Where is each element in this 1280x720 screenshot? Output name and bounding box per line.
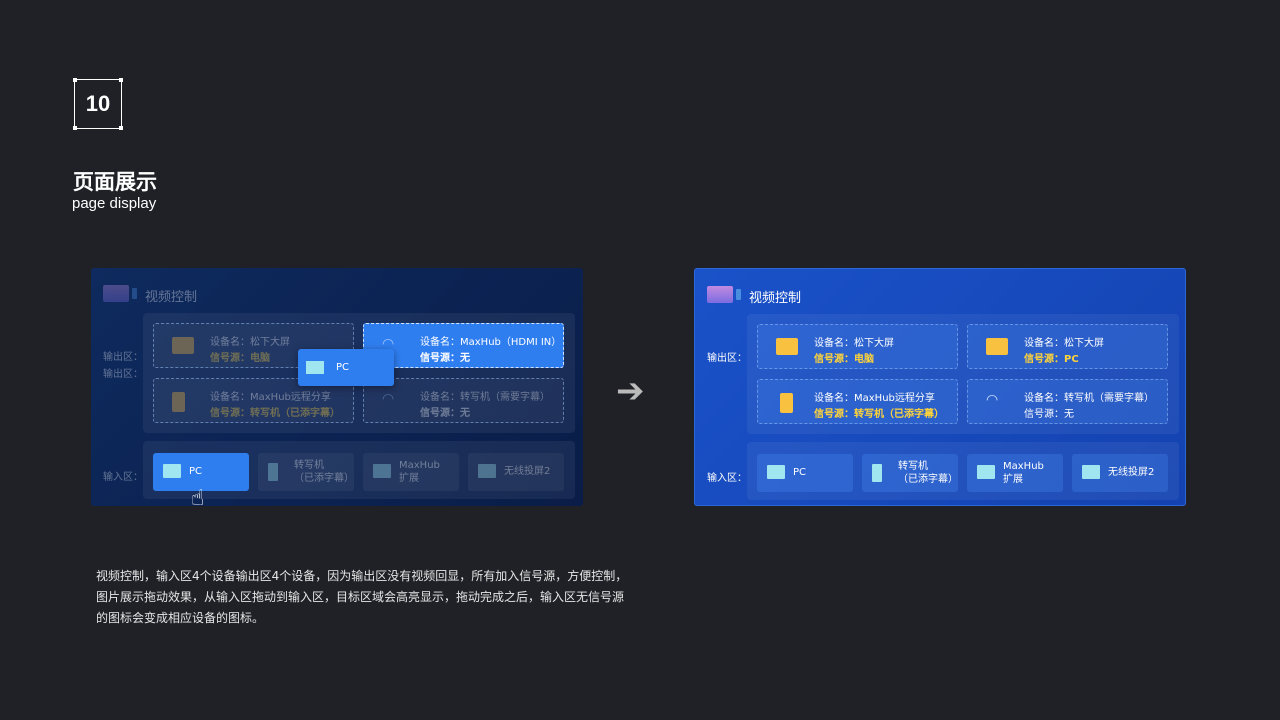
wireless-cast-icon: [1082, 465, 1100, 479]
monitor-icon: [986, 338, 1008, 355]
panel-title: 视频控制: [145, 290, 198, 305]
input-item-transcriber[interactable]: 转写机（已添字幕）: [862, 454, 958, 492]
input-item-pc[interactable]: PC: [757, 454, 853, 492]
device-name: 设备名：松下大屏: [210, 337, 290, 348]
description-line: 视频控制，输入区4个设备输出区4个设备，因为输出区没有视频回显，所有加入信号源，…: [96, 569, 628, 583]
input-item-wireless[interactable]: 无线投屏2: [1072, 454, 1168, 492]
output-zone: [747, 314, 1179, 434]
monitor-icon: [767, 465, 785, 479]
signal-source: 信号源：转写机（已添字幕）: [210, 408, 340, 419]
signal-source: 信号源：无: [420, 408, 470, 419]
page-number: 10: [85, 91, 111, 116]
pc-tower-icon: [872, 464, 882, 482]
device-name: 设备名：转写机（需要字幕）: [420, 392, 550, 403]
monitor-icon: [172, 337, 194, 354]
signal-source: 信号源：PC: [1024, 354, 1079, 365]
device-name: 设备名：松下大屏: [1024, 338, 1104, 349]
page-number-badge: 10: [73, 78, 123, 130]
arrow-right-icon: ➔: [616, 371, 645, 411]
output-card[interactable]: 设备名：松下大屏信号源：电脑: [153, 323, 354, 368]
dragged-item[interactable]: PC: [298, 349, 394, 386]
signal-source: 信号源：电脑: [210, 353, 270, 364]
page-subtitle: page display: [72, 195, 157, 212]
wifi-alert-icon: ◠: [382, 391, 395, 407]
input-label: PC: [793, 467, 807, 478]
device-name: 设备名：MaxHub远程分享: [814, 393, 935, 404]
dragged-label: PC: [336, 362, 350, 373]
input-label: 无线投屏2: [1108, 467, 1155, 478]
device-name: 设备名：松下大屏: [814, 338, 894, 349]
output-card[interactable]: 设备名：MaxHub远程分享信号源：转写机（已添字幕）: [757, 379, 958, 424]
input-label: 输入区：: [707, 473, 747, 484]
monitor-icon: [373, 464, 391, 478]
device-name: 设备名：MaxHub远程分享: [210, 392, 331, 403]
input-item-wireless[interactable]: 无线投屏2: [468, 453, 564, 491]
pc-tower-icon: [172, 392, 185, 412]
output-card[interactable]: ◠ 设备名：转写机（需要字幕） 信号源：无: [363, 378, 564, 423]
output-card-highlighted[interactable]: ◠ 设备名：MaxHub（HDMI IN） 信号源：无: [363, 323, 564, 368]
signal-source: 信号源：转写机（已添字幕）: [814, 409, 944, 420]
output-card[interactable]: 设备名：松下大屏信号源：PC: [967, 324, 1168, 369]
video-control-icon: [103, 285, 137, 302]
output-card[interactable]: 设备名：松下大屏信号源：电脑: [757, 324, 958, 369]
wifi-alert-icon: ◠: [382, 336, 395, 352]
monitor-icon: [977, 465, 995, 479]
description-line: 的图标会变成相应设备的图标。: [96, 611, 265, 625]
input-label: 输入区：: [103, 472, 143, 483]
pc-tower-icon: [268, 463, 278, 481]
input-label: 转写机（已添字幕）: [294, 460, 354, 484]
device-name: 设备名：MaxHub（HDMI IN）: [420, 337, 562, 348]
signal-source: 信号源：无: [420, 353, 470, 364]
output-card[interactable]: ◠ 设备名：转写机（需要字幕） 信号源：无: [967, 379, 1168, 424]
output-card[interactable]: 设备名：MaxHub远程分享信号源：转写机（已添字幕）: [153, 378, 354, 423]
input-item-transcriber[interactable]: 转写机（已添字幕）: [258, 453, 354, 491]
video-control-icon: [707, 286, 741, 303]
input-label: 无线投屏2: [504, 466, 551, 477]
monitor-icon: [163, 464, 181, 478]
input-label: 转写机（已添字幕）: [898, 461, 958, 485]
wireless-cast-icon: [478, 464, 496, 478]
input-item-pc[interactable]: PC: [153, 453, 249, 491]
output-label: 输出区：: [103, 369, 143, 380]
output-label: 输出区：: [103, 352, 143, 363]
page-title: 页面展示: [73, 170, 157, 194]
monitor-icon: [776, 338, 798, 355]
hand-pointer-icon: ☝: [191, 486, 205, 506]
input-label: PC: [189, 466, 203, 477]
before-panel: 视频控制 输出区： 输出区： 设备名：松下大屏信号源：电脑 ◠ 设备名：MaxHu…: [91, 268, 583, 506]
wifi-alert-icon: ◠: [986, 392, 999, 408]
description: 视频控制，输入区4个设备输出区4个设备，因为输出区没有视频回显，所有加入信号源，…: [96, 566, 696, 629]
pc-tower-icon: [780, 393, 793, 413]
after-panel: 视频控制 输出区： 设备名：松下大屏信号源：电脑 设备名：松下大屏信号源：PC …: [694, 268, 1186, 506]
monitor-icon: [306, 361, 324, 374]
device-name: 设备名：转写机（需要字幕）: [1024, 393, 1154, 404]
signal-source: 信号源：电脑: [814, 354, 874, 365]
panel-title: 视频控制: [749, 291, 802, 306]
output-label: 输出区：: [707, 353, 747, 364]
description-line: 图片展示拖动效果，从输入区拖动到输入区，目标区域会高亮显示，拖动完成之后，输入区…: [96, 590, 625, 604]
signal-source: 信号源：无: [1024, 409, 1074, 420]
input-zone: [747, 442, 1179, 500]
